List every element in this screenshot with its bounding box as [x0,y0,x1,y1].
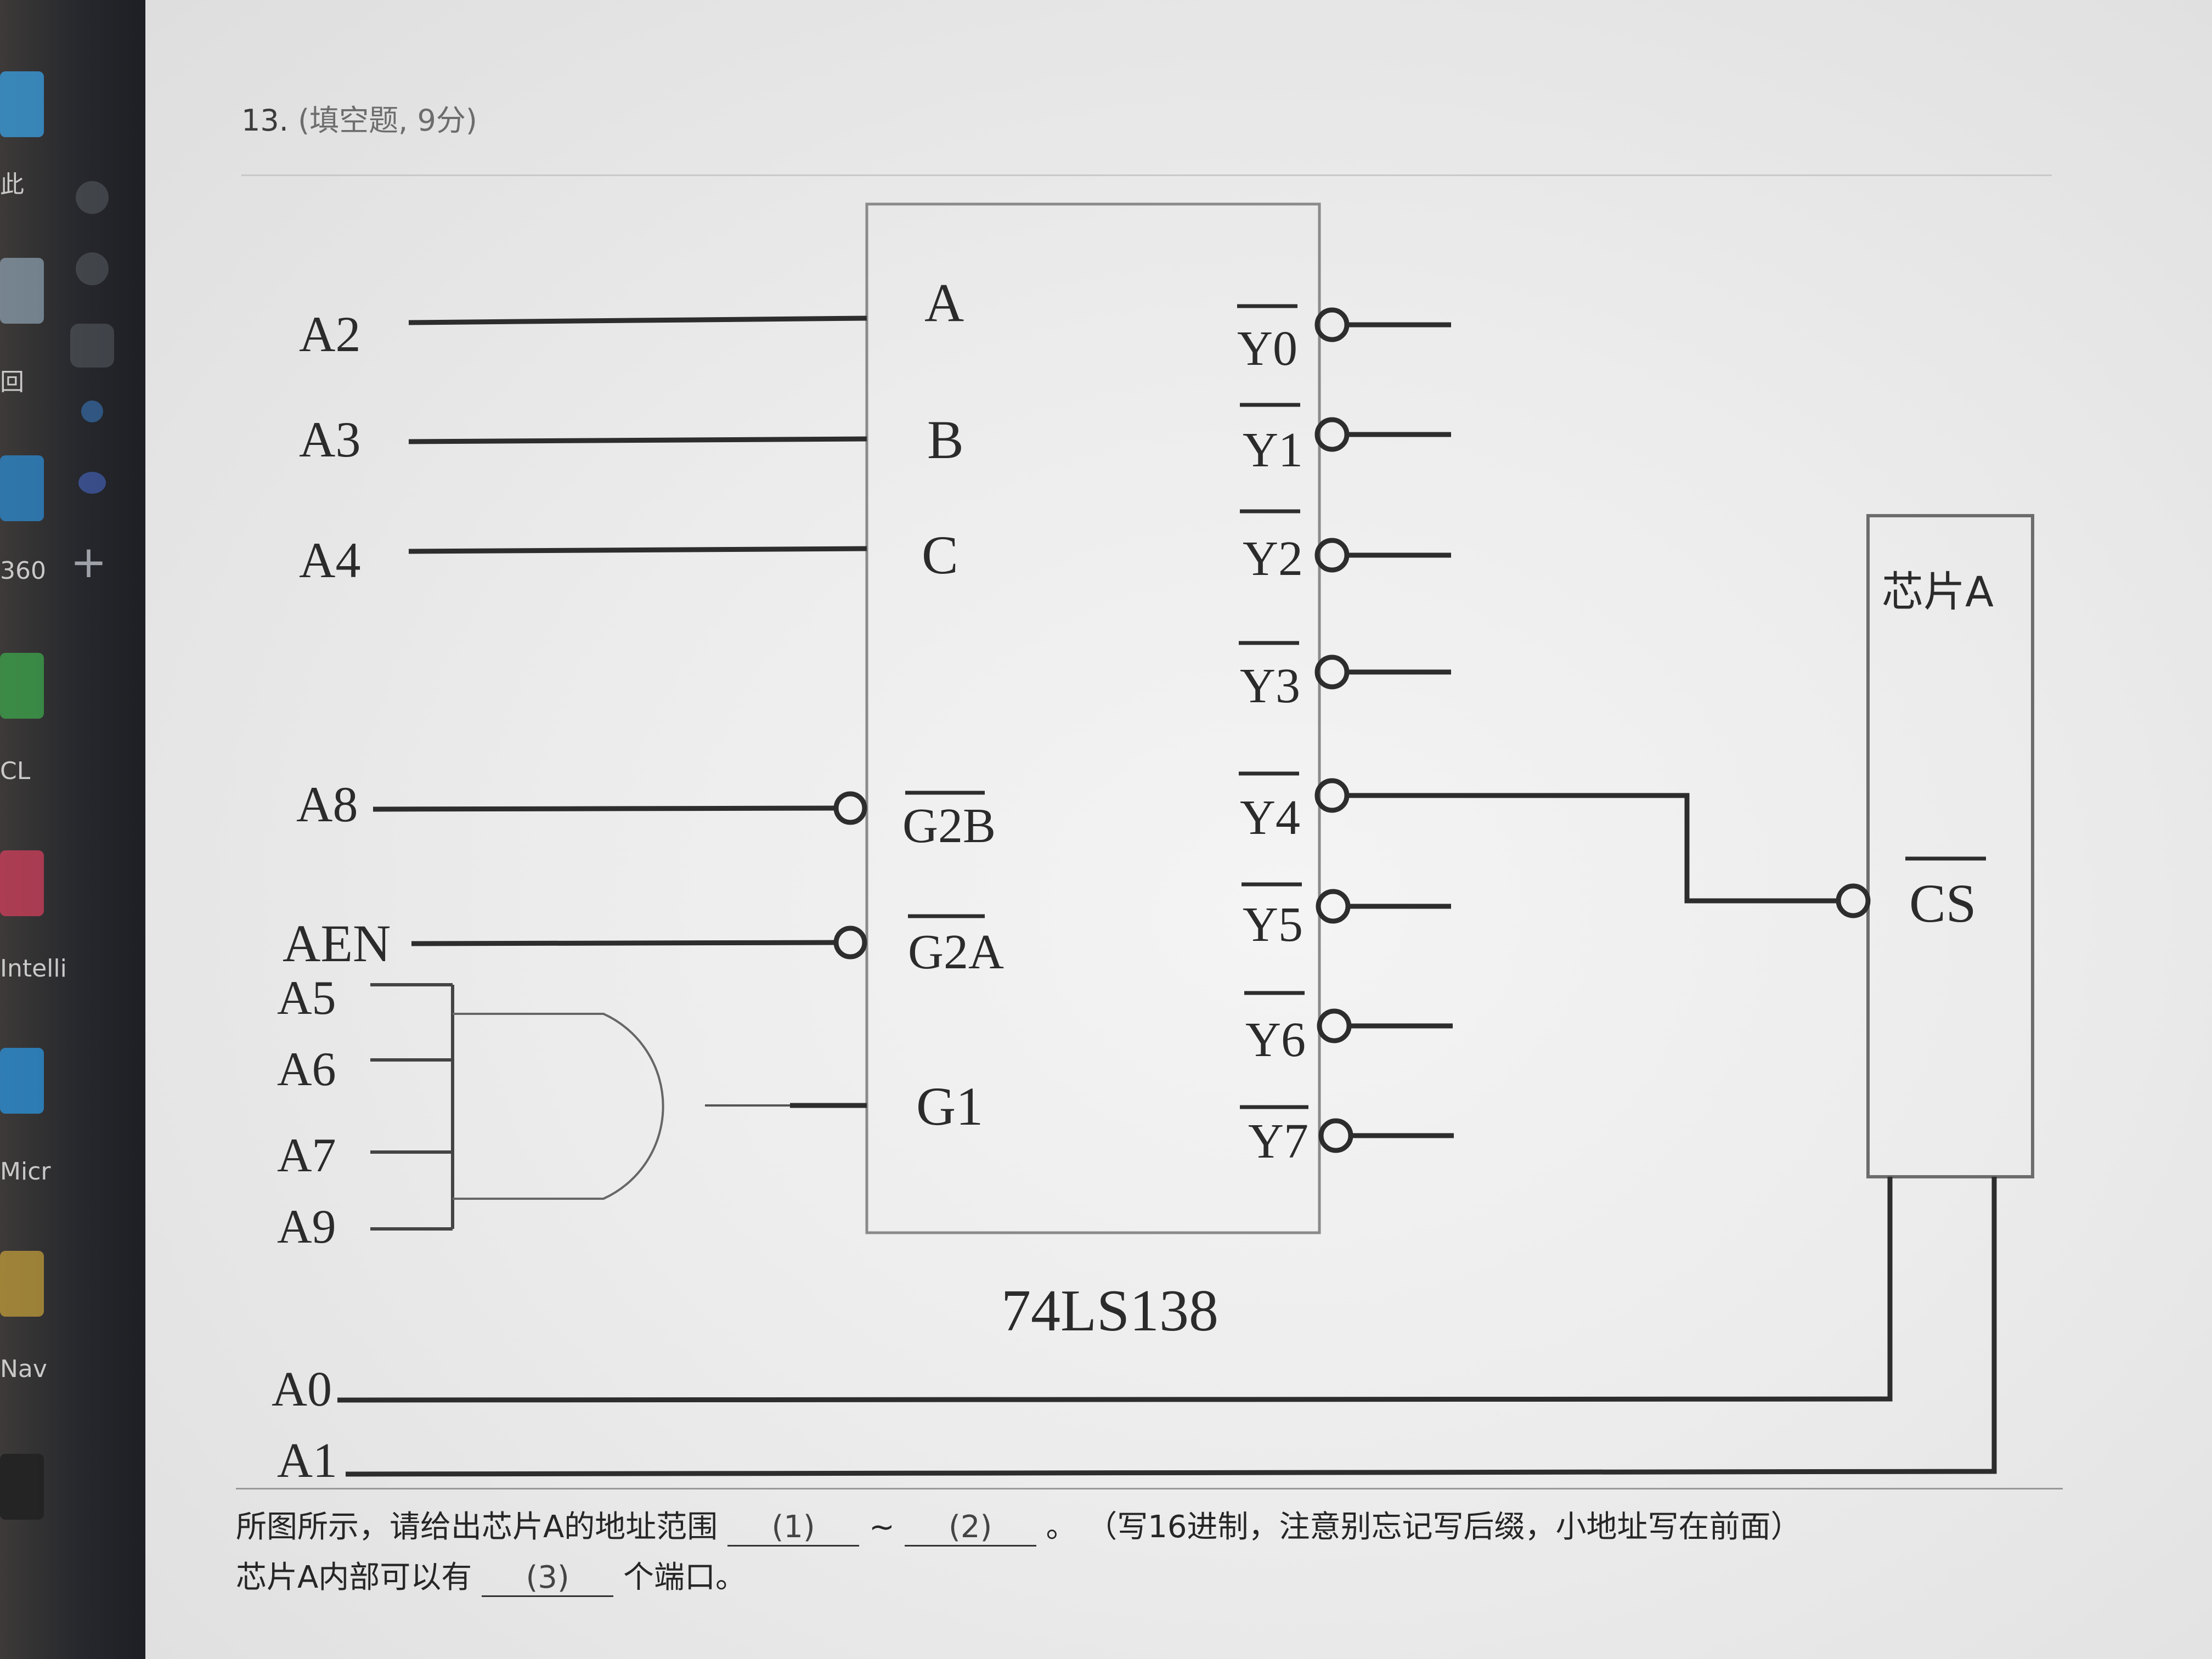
label-a0: A0 [272,1362,332,1417]
chip-a-name: 芯片A [1882,567,1994,616]
wire-a0-to-chip [337,1177,1893,1403]
question-line-2-suffix: 个端口。 [623,1560,746,1595]
wire-a1-to-chip [345,1177,1997,1477]
label-a9: A9 [277,1200,336,1254]
label-a6: A6 [277,1043,336,1096]
dock-app-icon[interactable] [70,324,114,368]
wire-y4-to-cs [1347,793,1838,904]
y3-bubble [1314,654,1350,690]
g2a-bubble [833,926,867,960]
pin-c-label: C [922,524,958,585]
label-a8: A8 [296,776,358,832]
cs-pin-label: CS [1909,873,1976,934]
desktop-app-icon[interactable] [0,1251,44,1317]
question-meta: (填空题, 9分) [298,103,477,138]
label-a7: A7 [277,1129,336,1182]
top-divider [241,174,2052,176]
wire-a8 [373,805,837,812]
pin-g2a-label: G2A [908,925,1004,979]
y7-bubble [1318,1118,1353,1153]
chip-a-box [1866,514,2034,1178]
output-y2-label: Y2 [1243,532,1303,586]
desktop-icon-label: Intelli [0,955,67,983]
dock-app-icon[interactable] [78,472,106,494]
y6-bubble [1317,1008,1352,1043]
pin-b-label: B [927,409,964,470]
answer-blank-1[interactable]: (1) [727,1509,860,1547]
desktop-icon-label: 此 [0,171,24,199]
desktop-app-icon[interactable] [0,653,44,719]
g2b-bubble [833,791,867,825]
question-line-1-prefix: 所图所示，请给出芯片A的地址范围 [236,1509,718,1545]
dock-globe-icon[interactable] [76,252,109,285]
wire-a4 [408,546,867,554]
decoder-74ls138-box [865,202,1321,1234]
desktop-icon-label: CL [0,757,31,785]
y0-bubble [1314,307,1350,342]
and-gate [453,1013,664,1200]
dock-globe-icon[interactable] [76,181,109,214]
desktop-app-icon[interactable] [0,455,44,521]
output-y0-label: Y0 [1237,321,1297,376]
cs-bubble [1836,883,1871,918]
wire-a2 [408,315,867,325]
y4-bubble [1314,778,1350,813]
desktop-app-icon[interactable] [0,850,44,916]
recycle-bin-icon[interactable] [0,258,44,324]
question-line-2: 芯片A内部可以有 (3) 个端口。 [236,1553,746,1597]
answer-blank-3[interactable]: (3) [482,1560,614,1597]
bottom-divider [236,1488,2063,1489]
range-tilde: ~ [868,1509,895,1545]
label-a2: A2 [299,306,360,362]
dock-search-icon[interactable] [81,400,103,422]
decoder-name: 74LS138 [1001,1278,1218,1344]
output-y5-label: Y5 [1243,898,1303,952]
wire-aen [411,940,837,946]
pin-g1-label: G1 [916,1076,983,1137]
question-number: 13. [241,103,289,138]
output-y4-label: Y4 [1240,791,1300,845]
add-icon[interactable]: + [70,537,108,588]
label-a5: A5 [277,972,336,1025]
desktop-icon[interactable] [0,71,44,137]
label-a3: A3 [299,411,360,467]
wire-a3 [408,436,867,444]
question-line-2-prefix: 芯片A内部可以有 [236,1560,472,1595]
pin-a-label: A [924,272,964,333]
desktop-icon-label: Micr [0,1158,51,1186]
label-a1: A1 [277,1434,337,1488]
desktop-app-icon[interactable] [0,1454,44,1520]
y2-bubble [1314,538,1350,573]
output-y1-label: Y1 [1243,423,1303,477]
output-y6-label: Y6 [1245,1013,1306,1067]
line-1-period: 。 [1046,1509,1077,1545]
desktop-icon-label: 360 [0,557,46,585]
output-y7-label: Y7 [1248,1114,1308,1169]
question-header: 13. (填空题, 9分) [241,96,477,139]
pin-g2b-label: G2B [902,799,996,853]
desktop-app-icon[interactable] [0,1048,44,1114]
desktop-icon-label: Nav [0,1355,47,1383]
label-a4: A4 [299,532,360,588]
output-y3-label: Y3 [1240,659,1300,713]
y5-bubble [1316,889,1351,924]
answer-blank-2[interactable]: (2) [904,1509,1036,1547]
question-line-1: 所图所示，请给出芯片A的地址范围 (1) ~ (2) 。 （写16进制，注意别忘… [236,1502,1802,1547]
y1-bubble [1314,417,1350,452]
label-aen: AEN [283,914,391,973]
desktop-icon-label: 回 [0,368,24,396]
desktop-taskbar: 此 回 360 CL Intelli Micr Nav + [0,0,145,1659]
question-line-1-note: （写16进制，注意别忘记写后缀，小地址写在前面） [1086,1509,1802,1545]
